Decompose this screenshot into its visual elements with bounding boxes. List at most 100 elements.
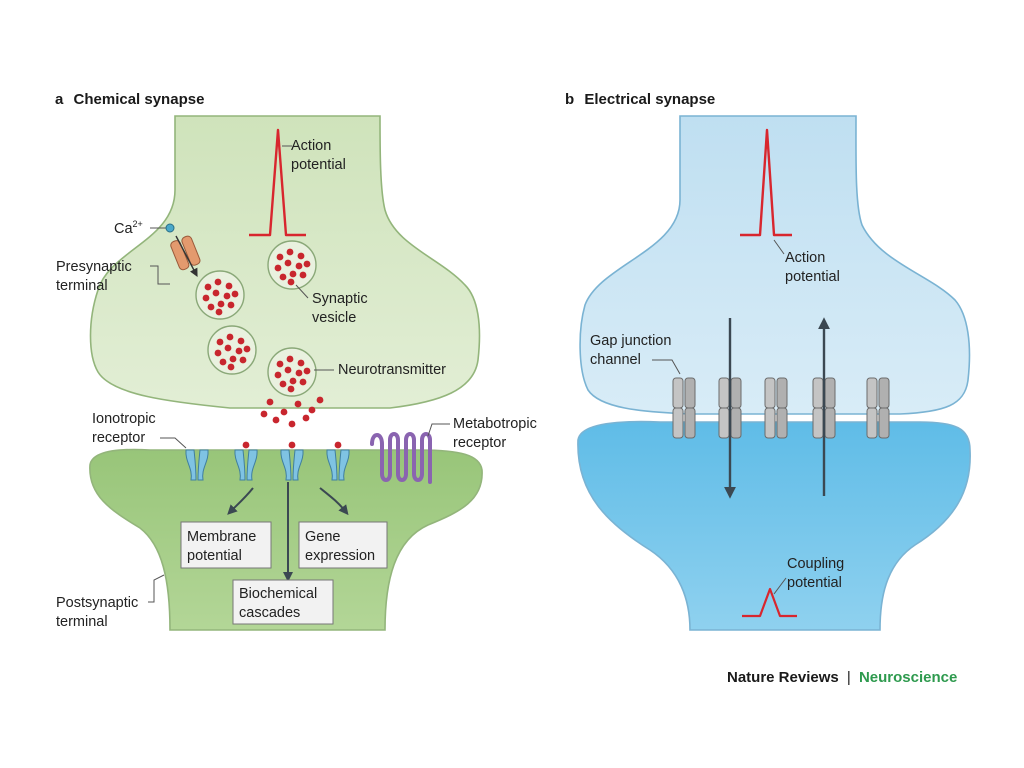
neurotransmitter-dot [276, 360, 284, 368]
panel-b-title-text: Electrical synapse [584, 91, 715, 108]
connexon-half [730, 377, 742, 409]
metabotropic-receptor-label: Metabotropic receptor [453, 416, 541, 451]
neurotransmitter-dot [266, 398, 274, 406]
gap-junction-channel-icon [672, 377, 696, 439]
ionotropic-receptor-icon [185, 449, 209, 481]
coupling-potential-spike [742, 587, 797, 618]
ionotropic-receptor-icon [326, 441, 350, 481]
neurotransmitter-dot [274, 371, 282, 379]
neurotransmitter-dot [284, 366, 292, 374]
panel-a: a Chemical synapse Action potential Ca2+… [55, 91, 541, 631]
neurotransmitter-dot [276, 253, 284, 261]
receptor-subunit [185, 449, 197, 481]
synaptic-vesicle [267, 347, 317, 397]
receptor-subunit [280, 449, 292, 481]
credit-section: Neuroscience [859, 669, 957, 686]
neurotransmitter-dot [308, 406, 316, 414]
neurotransmitter-dot [216, 338, 224, 346]
membrane-potential-box: Membrane potential [180, 521, 272, 569]
svg-text:Membrane potential: Membrane potential [187, 529, 260, 564]
neurotransmitter-dot [279, 380, 287, 388]
connexon-half [684, 377, 696, 409]
synaptic-vesicle-label: Synaptic vesicle [312, 291, 372, 326]
neurotransmitter-dot [274, 264, 282, 272]
connexon-half [812, 377, 824, 409]
neurotransmitter-dot [224, 344, 232, 352]
neurotransmitter-dot [217, 300, 225, 308]
electrical-postsynaptic-shape [577, 420, 971, 631]
gap-junction-channel-label: Gap junction channel [590, 333, 675, 368]
receptor-subunit [234, 449, 246, 481]
gap-junction-channel-icon [764, 377, 788, 439]
svg-text:Biochemical cascades: Biochemical cascades [239, 586, 321, 621]
action-potential-spike-b [740, 128, 792, 237]
postsynaptic-terminal-label: Postsynaptic terminal [56, 595, 142, 630]
neurotransmitter-dot [287, 278, 295, 286]
neurotransmitter-dot [295, 369, 303, 377]
neurotransmitter-dot [229, 355, 237, 363]
action-potential-spike-a [249, 128, 306, 237]
synaptic-vesicle [195, 270, 245, 320]
connexon-half [776, 377, 788, 409]
receptor-subunit [326, 449, 338, 481]
connexon-half [718, 377, 730, 409]
neurotransmitter-dot [303, 367, 311, 375]
neurotransmitter-dot [289, 270, 297, 278]
neurotransmitter-dot [299, 271, 307, 279]
neurotransmitter-dot [297, 252, 305, 260]
connexon-half [866, 407, 878, 439]
neurotransmitter-dot [303, 260, 311, 268]
panel-a-letter: a [55, 91, 64, 108]
neurotransmitter-dot [231, 290, 239, 298]
connexon-half [812, 407, 824, 439]
calcium-label: Ca2+ [114, 219, 143, 237]
bound-neurotransmitter-dot [242, 441, 250, 449]
panel-a-title: a Chemical synapse [55, 91, 204, 108]
neurotransmitter-dot [219, 358, 227, 366]
neurotransmitter-dot [279, 273, 287, 281]
neurotransmitter-dot [239, 356, 247, 364]
gene-expression-box: Gene expression [298, 521, 388, 569]
neurotransmitter-dot [297, 359, 305, 367]
neurotransmitter-dot [316, 396, 324, 404]
ionotropic-receptor-icon [280, 441, 304, 481]
coupling-potential-label: Coupling potential [787, 556, 848, 591]
neurotransmitter-dot [280, 408, 288, 416]
synaptic-vesicle [267, 240, 317, 290]
arrow-to-gene-expression [319, 487, 349, 516]
connexon-half [672, 407, 684, 439]
receptor-subunit [197, 449, 209, 481]
bound-neurotransmitter-dot [334, 441, 342, 449]
neurotransmitter-dot [202, 294, 210, 302]
credit-journal: Nature Reviews [727, 669, 839, 686]
neurotransmitter-dot [225, 282, 233, 290]
connexon-half [878, 407, 890, 439]
neurotransmitter-dot [289, 377, 297, 385]
ionotropic-receptor-label: Ionotropic receptor [92, 411, 160, 446]
released-neurotransmitter [260, 396, 324, 428]
gap-junction-channels [672, 377, 890, 439]
connexon-half [718, 407, 730, 439]
arrow-to-membrane-potential [227, 487, 254, 515]
action-potential-label-b: Action potential [785, 250, 840, 285]
neurotransmitter-dot [272, 416, 280, 424]
neurotransmitter-dot [207, 303, 215, 311]
neurotransmitter-dot [237, 337, 245, 345]
neurotransmitter-label: Neurotransmitter [338, 362, 446, 378]
presynaptic-terminal-label: Presynaptic terminal [56, 259, 136, 294]
neurotransmitter-dot [226, 333, 234, 341]
connexon-half [824, 407, 836, 439]
receptor-subunit [246, 449, 258, 481]
connexon-half [776, 407, 788, 439]
synaptic-vesicle [207, 325, 257, 375]
electrical-presynaptic-shape [579, 115, 971, 415]
neurotransmitter-dot [287, 385, 295, 393]
neurotransmitter-dot [286, 248, 294, 256]
action-potential-label-a: Action potential [291, 138, 346, 173]
connexon-half [866, 377, 878, 409]
neurotransmitter-dot [294, 400, 302, 408]
neurotransmitter-dot [299, 378, 307, 386]
neurotransmitter-dot [227, 363, 235, 371]
neurotransmitter-dot [223, 292, 231, 300]
